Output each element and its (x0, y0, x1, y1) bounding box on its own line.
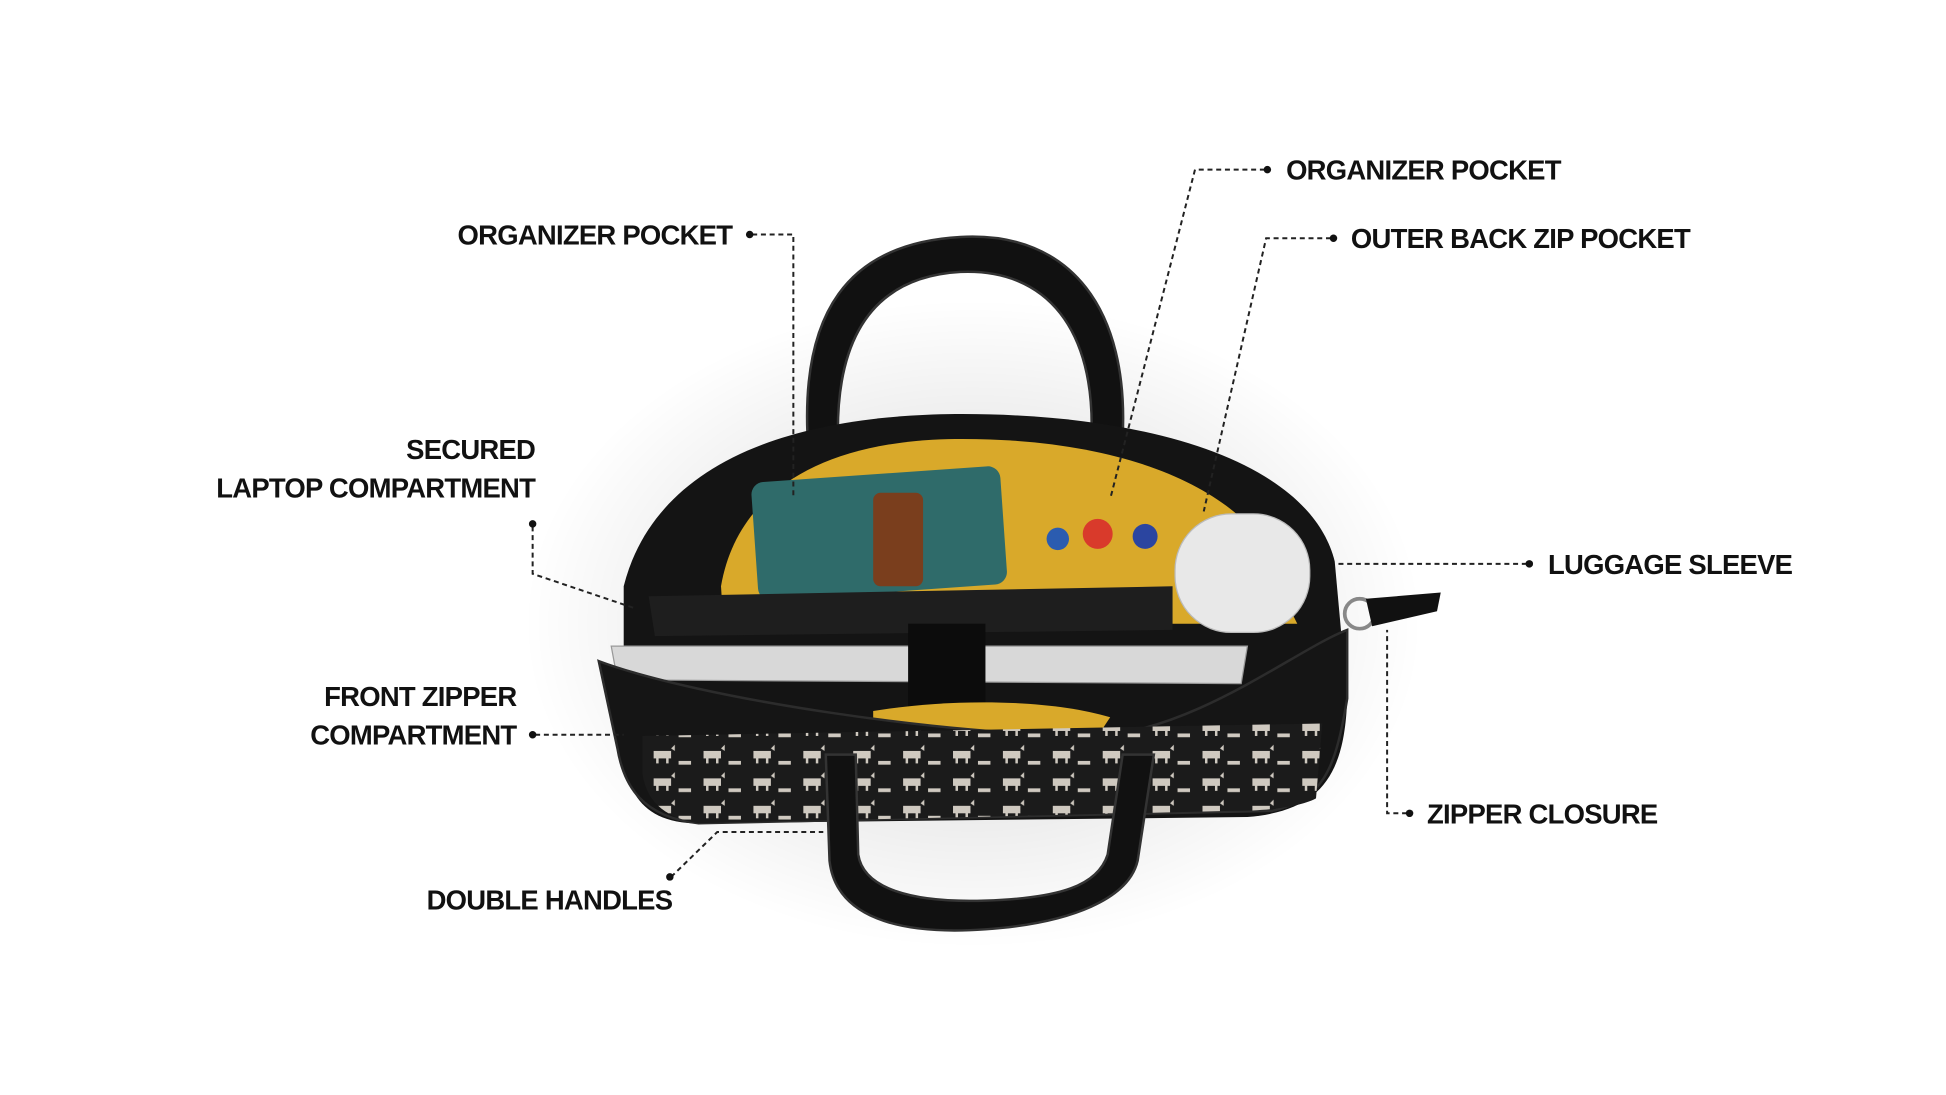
label-outer-back-zip-pocket: OUTER BACK ZIP POCKET (1350, 223, 1691, 255)
label-line: COMPARTMENT (310, 719, 517, 751)
pen-red (1082, 518, 1113, 549)
label-line: LAPTOP COMPARTMENT (216, 472, 536, 504)
label-line: FRONT ZIPPER (324, 681, 517, 713)
front-pattern (642, 723, 1323, 824)
leader-zipper-closure (1386, 629, 1408, 815)
label-double-handles: DOUBLE HANDLES (426, 884, 673, 916)
leader-secured-laptop (531, 526, 637, 610)
leader-double-handles (670, 831, 824, 878)
label-luggage-sleeve: LUGGAGE SLEEVE (1548, 548, 1793, 581)
inner-zip-panel (648, 586, 1173, 637)
leader-organizer-left (752, 233, 795, 499)
leader-outer-back-zip (1202, 237, 1331, 512)
label-organizer-pocket-left: ORGANIZER POCKET (457, 219, 733, 251)
label-secured-laptop-compartment: SECURED LAPTOP COMPARTMENT (216, 430, 536, 507)
label-line: SECURED (406, 434, 536, 466)
front-handle (824, 753, 1156, 932)
pen-blue-2 (1132, 523, 1158, 549)
zipper-tab (1365, 592, 1441, 627)
label-organizer-pocket-right: ORGANIZER POCKET (1286, 154, 1561, 186)
white-container (1174, 513, 1311, 634)
label-zipper-closure: ZIPPER CLOSURE (1427, 798, 1658, 830)
laptop-strap (908, 623, 986, 712)
pen-blue (1046, 527, 1070, 551)
wallet-strap (873, 492, 924, 587)
leader-dots (528, 165, 1534, 881)
label-front-zipper-compartment: FRONT ZIPPER COMPARTMENT (310, 677, 517, 754)
